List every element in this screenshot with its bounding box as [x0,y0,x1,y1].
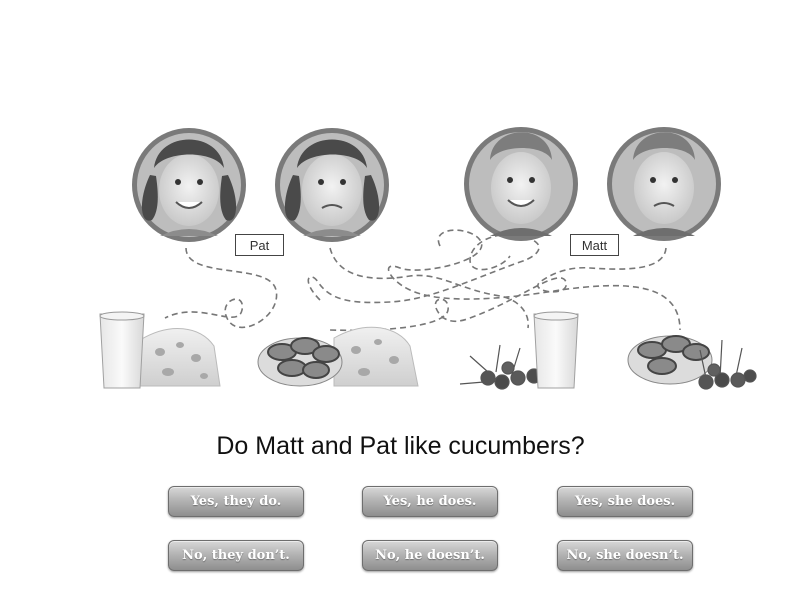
cucumbers-and-cheese-group[interactable] [257,326,419,387]
answer-yes-they-do-button[interactable]: Yes, they do. [168,486,304,517]
line-girl1-to-milk [164,247,278,329]
line-boy1-to-cucumbers [387,229,681,331]
name-tag-pat: Pat [235,234,284,256]
girl-frowning-portrait[interactable] [275,128,389,242]
cherries [459,344,542,390]
milk-glass [99,313,145,389]
name-tag-matt: Matt [570,234,619,256]
milk-glass-2 [533,313,579,389]
cherries-and-milk-group[interactable] [459,311,579,390]
answer-no-he-doesnt-button[interactable]: No, he doesn’t. [362,540,498,571]
answer-yes-she-does-button[interactable]: Yes, she does. [557,486,693,517]
cheese-wedge [139,328,221,387]
line-girl2-to-cherries [329,247,529,329]
boy-frowning-portrait[interactable] [607,127,721,241]
connection-lines [164,229,681,332]
question-text: Do Matt and Pat like cucumbers? [216,432,585,460]
answer-no-they-dont-button[interactable]: No, they don’t. [168,540,304,571]
boy-smiling-portrait[interactable] [464,127,578,241]
cherries-2 [698,339,757,390]
line-girl2-to-milk [307,233,540,304]
cucumbers-and-cherries-group[interactable] [627,335,757,390]
line-boy2-to-cucumbers [329,247,667,332]
girl-smiling-portrait[interactable] [132,128,246,242]
cheese-wedge-2 [333,326,419,387]
milk-and-cheese-group[interactable] [99,311,221,389]
answer-no-she-doesnt-button[interactable]: No, she doesn’t. [557,540,693,571]
answer-yes-he-does-button[interactable]: Yes, he does. [362,486,498,517]
